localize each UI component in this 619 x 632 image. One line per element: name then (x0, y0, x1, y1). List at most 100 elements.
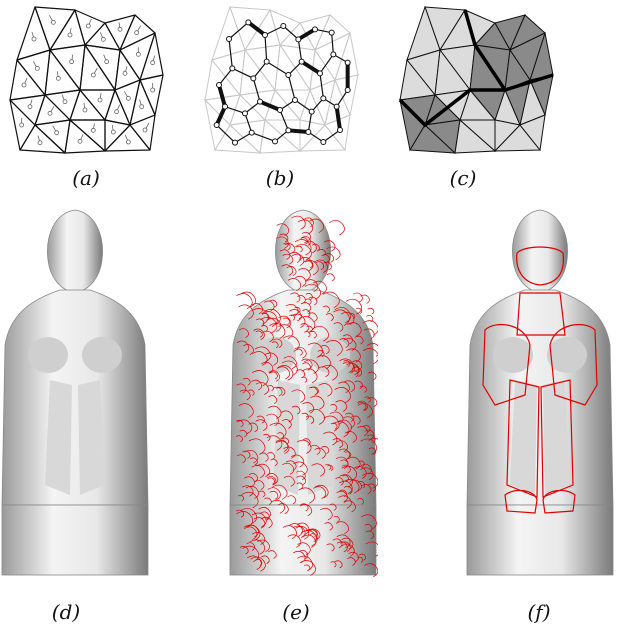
dual-edge (225, 107, 245, 114)
panel-a-triangle-mesh (5, 5, 170, 155)
face-node (68, 33, 72, 37)
dual-node (329, 30, 334, 35)
mesh-triangle (10, 95, 45, 125)
dual-node (345, 88, 350, 93)
segment-boundary (240, 292, 255, 307)
dual-node (251, 76, 256, 81)
statue-body (2, 290, 148, 505)
mesh-triangle (115, 50, 140, 90)
mesh-diagram-c (395, 5, 560, 155)
dual-node (246, 20, 251, 25)
dual-edge (265, 26, 283, 35)
statue-body (230, 290, 376, 505)
caption-e: (e) (256, 600, 336, 624)
mesh-diagram-a (5, 5, 170, 155)
mesh-triangle (70, 120, 105, 151)
face-node (126, 140, 130, 144)
dual-edge (229, 22, 248, 39)
statue-arm (310, 337, 350, 373)
face-node (35, 66, 39, 70)
dual-node (286, 128, 291, 133)
mesh-triangle (275, 45, 310, 90)
dual-node (249, 130, 254, 135)
mesh-triangle (35, 120, 70, 153)
mesh-triangle (17, 50, 50, 95)
face-node (38, 141, 42, 145)
mesh-triangle (130, 80, 155, 125)
statue-arm (82, 337, 122, 373)
face-node (143, 128, 147, 132)
caption-c: (c) (423, 166, 503, 190)
dual-node (334, 104, 339, 109)
face-node (86, 24, 90, 28)
panel-e-oversegmentation (228, 205, 378, 585)
mesh-triangle (275, 90, 310, 120)
cut-edge (219, 85, 225, 107)
segment-boundary (329, 220, 344, 235)
cut-edge (288, 130, 308, 132)
mesh-triangle (230, 120, 265, 153)
statue-body (467, 290, 613, 505)
face-node (55, 131, 59, 135)
mesh-triangle (85, 45, 120, 90)
statue-base (467, 505, 613, 575)
face-node (123, 71, 127, 75)
mesh-triangle (50, 10, 85, 50)
dual-node (263, 33, 268, 38)
mesh-triangle (10, 60, 45, 100)
face-node (111, 130, 115, 134)
dual-node (309, 109, 314, 114)
face-node (140, 105, 144, 109)
face-node (118, 27, 122, 31)
dual-node (223, 104, 228, 109)
caption-b: (b) (240, 166, 320, 190)
statue-arm (547, 337, 587, 373)
dual-node (338, 128, 343, 133)
cut-edge (248, 22, 265, 35)
dual-node (273, 139, 278, 144)
mesh-triangle (50, 45, 85, 90)
dual-node (331, 52, 336, 57)
dual-node (281, 24, 286, 29)
dual-edge (288, 75, 295, 100)
mesh-triangle (20, 125, 65, 153)
dual-node (214, 123, 219, 128)
face-node (136, 52, 140, 56)
face-node (28, 105, 32, 109)
statue-head (47, 210, 102, 293)
face-node (63, 100, 67, 104)
dual-node (321, 96, 326, 101)
mesh-triangle (80, 90, 115, 120)
mesh-triangle (230, 7, 270, 50)
statue-arm (493, 337, 533, 373)
cut-edge (260, 102, 280, 110)
mesh-diagram-b (200, 5, 365, 155)
dual-node (293, 98, 298, 103)
mesh-triangle (140, 75, 163, 115)
face-node (135, 31, 139, 35)
panel-b-dual-graph (200, 5, 365, 155)
dual-node (345, 60, 350, 65)
dual-node (306, 130, 311, 135)
statue-render-d (0, 205, 150, 585)
dual-edge (265, 35, 267, 62)
face-node (20, 123, 24, 127)
mesh-triangle (45, 50, 80, 95)
face-node (126, 96, 130, 100)
mesh-triangle (140, 33, 163, 80)
face-node (105, 60, 109, 64)
statue-base (2, 505, 148, 575)
mesh-triangle (212, 7, 245, 60)
dual-node (217, 83, 222, 88)
face-node (51, 20, 55, 24)
panel-f-segmentation (465, 205, 615, 585)
face-node (56, 76, 60, 80)
statue-head (512, 210, 567, 293)
mesh-triangle (300, 120, 325, 151)
face-node (101, 37, 105, 41)
face-node (91, 73, 95, 77)
dual-edge (253, 78, 260, 101)
mesh-triangle (65, 120, 105, 153)
dual-edge (332, 33, 334, 55)
face-node (115, 110, 119, 114)
